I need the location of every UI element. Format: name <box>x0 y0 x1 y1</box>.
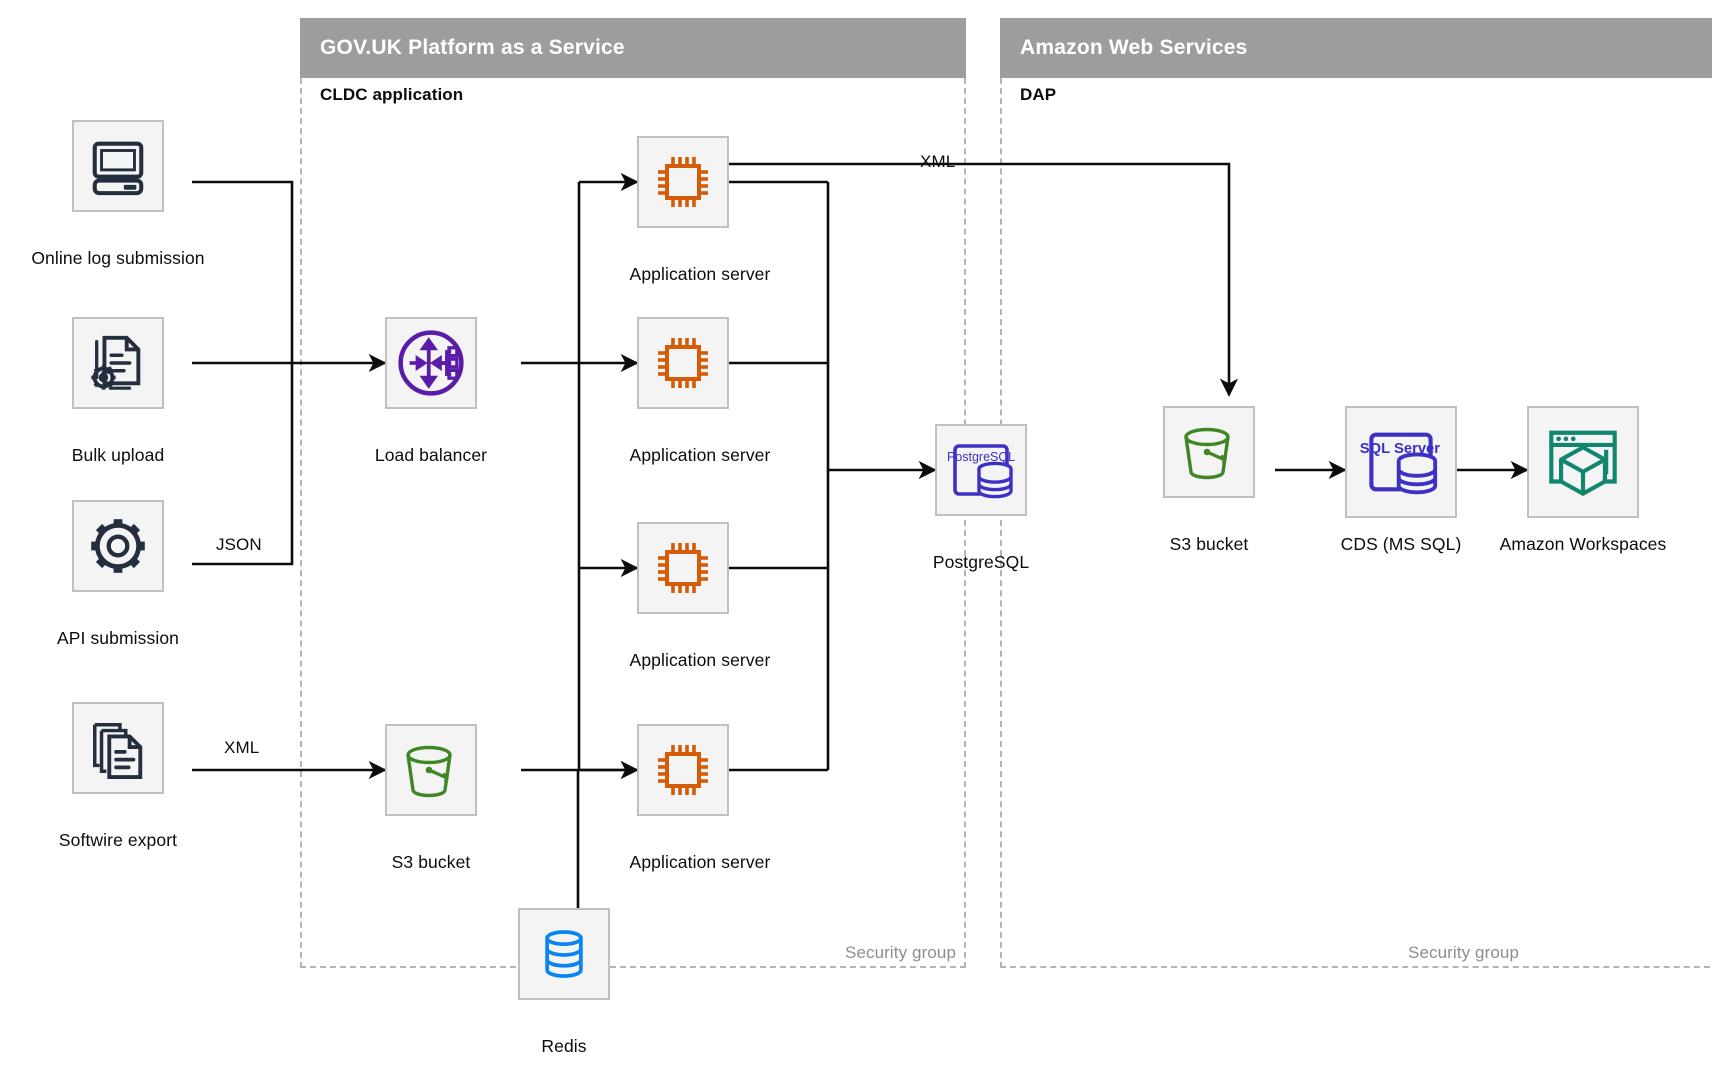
node-label-s3-bucket-paas: S3 bucket <box>391 852 471 872</box>
node-label-load-balancer: Load balancer <box>374 445 488 465</box>
edge-label-xml-dap: XML <box>920 152 956 171</box>
node-label-api-submission: API submission <box>56 628 180 648</box>
security-group-label-paas: Security group <box>845 943 957 962</box>
group-boundary-paas <box>300 78 966 968</box>
s3-bucket-icon <box>406 745 452 798</box>
node-label-online-log-submission: Online log submission <box>31 248 205 268</box>
node-label-redis: Redis <box>541 1036 587 1056</box>
node-app-server-4[interactable] <box>637 724 729 816</box>
node-amazon-workspaces[interactable] <box>1527 406 1639 518</box>
node-app-server-3[interactable] <box>637 522 729 614</box>
node-s3-bucket-aws[interactable] <box>1163 406 1255 498</box>
cpu-chip-icon <box>658 745 708 795</box>
node-s3-bucket-paas[interactable] <box>385 724 477 816</box>
cpu-chip-icon <box>658 157 708 207</box>
cpu-chip-icon <box>658 543 708 593</box>
node-label-app-server-3: Application server <box>629 650 771 670</box>
sql-server-database-icon: SQL Server <box>1360 432 1440 495</box>
postgresql-database-icon: PostgreSQL <box>947 444 1015 499</box>
redis-database-icon <box>545 930 583 978</box>
gear-icon <box>91 519 145 573</box>
group-title-paas: GOV.UK Platform as a Service <box>320 36 625 59</box>
group-header-paas: GOV.UK Platform as a Service <box>300 18 966 78</box>
node-redis[interactable] <box>518 908 610 1000</box>
node-app-server-2[interactable] <box>637 317 729 409</box>
node-label-amazon-workspaces: Amazon Workspaces <box>1499 534 1667 554</box>
node-postgresql[interactable]: PostgreSQL <box>935 424 1027 516</box>
edge-label-xml-softwire: XML <box>224 738 260 757</box>
svg-text:PostgreSQL: PostgreSQL <box>947 450 1015 464</box>
group-title-aws: Amazon Web Services <box>1020 36 1248 59</box>
group-boundary-aws <box>1000 78 1712 968</box>
node-api-submission[interactable] <box>72 500 164 592</box>
node-load-balancer[interactable] <box>385 317 477 409</box>
node-cds-ms-sql[interactable]: SQL Server <box>1345 406 1457 518</box>
group-sublabel-cldc: CLDC application <box>320 85 464 104</box>
group-header-aws: Amazon Web Services <box>1000 18 1712 78</box>
node-label-s3-bucket-aws: S3 bucket <box>1169 534 1249 554</box>
node-label-app-server-1: Application server <box>629 264 771 284</box>
node-online-log-submission[interactable] <box>72 120 164 212</box>
node-softwire-export[interactable] <box>72 702 164 794</box>
node-app-server-1[interactable] <box>637 136 729 228</box>
node-label-app-server-4: Application server <box>629 852 771 872</box>
cpu-chip-icon <box>658 338 708 388</box>
document-gear-icon <box>91 335 141 390</box>
node-label-postgresql: PostgreSQL <box>932 552 1030 572</box>
node-bulk-upload[interactable] <box>72 317 164 409</box>
group-sublabel-dap: DAP <box>1020 85 1057 104</box>
node-label-cds-ms-sql: CDS (MS SQL) <box>1340 534 1462 554</box>
load-balancer-icon <box>398 330 464 396</box>
document-stack-icon <box>93 723 143 779</box>
node-label-bulk-upload: Bulk upload <box>71 445 165 465</box>
edge-label-json: JSON <box>216 535 262 554</box>
s3-bucket-icon <box>1184 427 1230 480</box>
node-label-softwire-export: Softwire export <box>58 830 178 850</box>
amazon-workspaces-icon <box>1549 430 1617 496</box>
security-group-label-aws: Security group <box>1408 943 1520 962</box>
node-label-app-server-2: Application server <box>629 445 771 465</box>
desktop-computer-icon <box>92 141 144 196</box>
